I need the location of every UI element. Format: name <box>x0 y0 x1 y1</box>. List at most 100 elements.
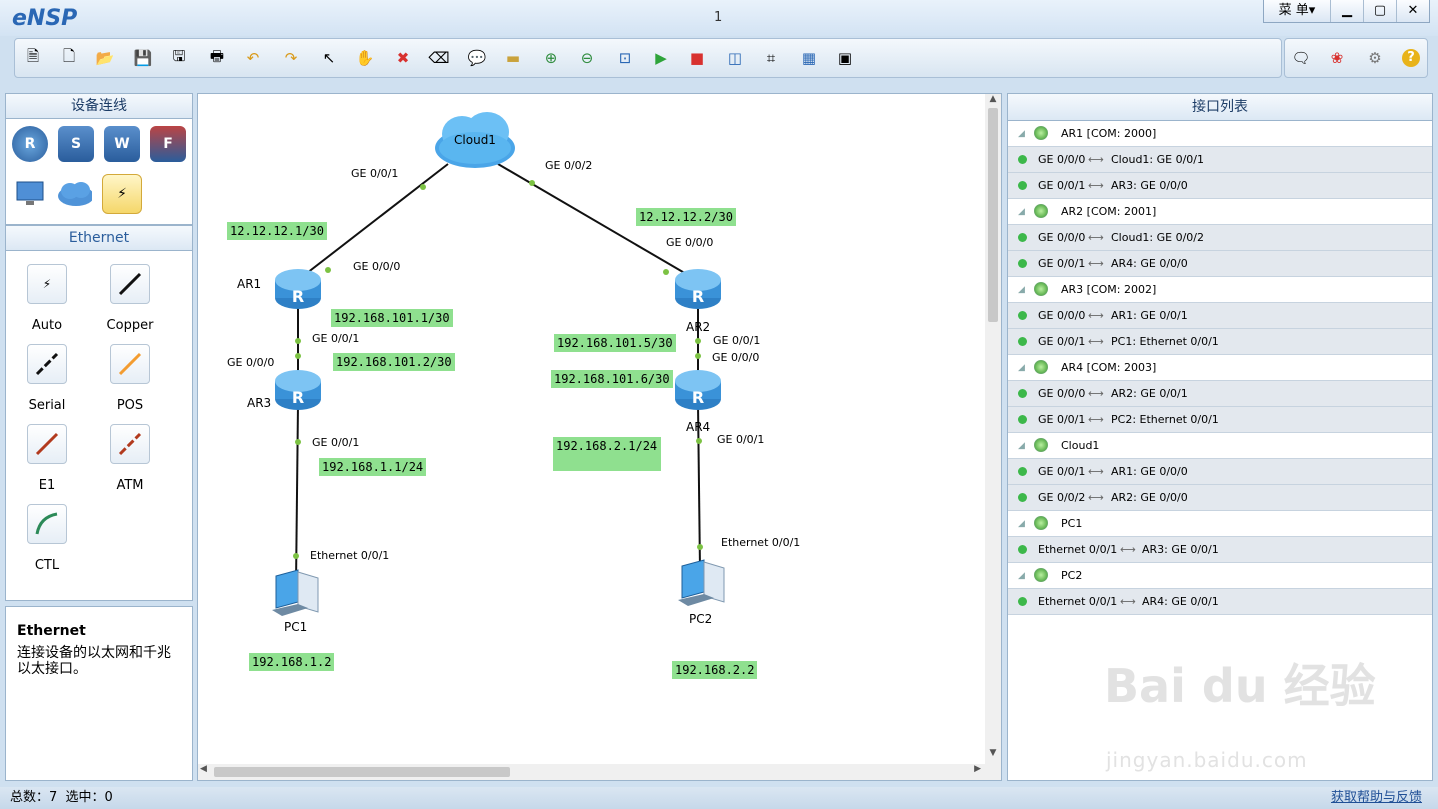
interface-link-row[interactable]: GE 0/0/0⟷Cloud1: GE 0/0/2 <box>1008 225 1432 251</box>
text-icon[interactable]: 💬 <box>467 49 487 67</box>
huawei-icon[interactable]: ❀ <box>1330 49 1344 67</box>
collapse-icon[interactable]: ◢ <box>1018 519 1025 529</box>
collapse-icon[interactable]: ◢ <box>1018 363 1025 373</box>
address-label[interactable]: 192.168.101.2/30 <box>333 353 455 371</box>
delete-link-icon[interactable]: ⌫ <box>428 49 450 67</box>
vertical-scrollbar-thumb[interactable] <box>988 108 998 322</box>
cable-copper[interactable]: Copper <box>100 264 160 333</box>
capture-icon[interactable]: ◫ <box>727 49 743 67</box>
help-feedback-link[interactable]: 获取帮助与反馈 <box>1330 790 1422 805</box>
interface-link-row[interactable]: GE 0/0/2⟷AR2: GE 0/0/0 <box>1008 485 1432 511</box>
horizontal-scrollbar-thumb[interactable] <box>214 767 510 777</box>
menu-button[interactable]: 菜 单▾ <box>1278 3 1316 18</box>
interface-link-row[interactable]: Ethernet 0/0/1⟷AR4: GE 0/0/1 <box>1008 589 1432 615</box>
interface-link-row[interactable]: GE 0/0/0⟷Cloud1: GE 0/0/1 <box>1008 147 1432 173</box>
pc1-node[interactable] <box>268 568 324 618</box>
svg-text:R: R <box>292 287 304 306</box>
save-as-icon[interactable]: 🖫 <box>172 46 186 65</box>
undo-icon[interactable]: ↶ <box>246 49 260 67</box>
scroll-up-icon[interactable]: ▲ <box>989 94 997 104</box>
cable-atm[interactable]: ATM <box>100 424 160 493</box>
screenshot-icon[interactable]: ▣ <box>837 49 853 67</box>
help-icon[interactable]: ? <box>1401 48 1421 68</box>
address-label[interactable]: 192.168.2.2 <box>672 661 758 679</box>
collapse-icon[interactable]: ◢ <box>1018 571 1025 581</box>
interface-link-row[interactable]: GE 0/0/1⟷PC2: Ethernet 0/0/1 <box>1008 407 1432 433</box>
interface-link-row[interactable]: GE 0/0/1⟷AR1: GE 0/0/0 <box>1008 459 1432 485</box>
interface-link-row[interactable]: Ethernet 0/0/1⟷AR3: GE 0/0/1 <box>1008 537 1432 563</box>
cable-ctl[interactable]: CTL <box>17 504 77 573</box>
minimize-button[interactable]: ▁ <box>1330 0 1363 22</box>
address-label[interactable]: 12.12.12.2/30 <box>636 208 736 226</box>
cloud-icon[interactable] <box>56 176 92 212</box>
scroll-left-icon[interactable]: ◀ <box>200 764 207 774</box>
redo-icon[interactable]: ↷ <box>284 49 298 67</box>
interface-link-row[interactable]: GE 0/0/1⟷AR4: GE 0/0/0 <box>1008 251 1432 277</box>
maximize-button[interactable]: ▢ <box>1363 0 1396 22</box>
chat-icon[interactable]: 🗨 <box>1291 49 1311 67</box>
interface-device-row[interactable]: ◢Cloud1 <box>1008 433 1432 459</box>
address-label[interactable]: 192.168.101.1/30 <box>331 309 453 327</box>
connection-icon[interactable]: ⚡ <box>102 174 142 214</box>
print-icon[interactable]: 🖶 <box>209 46 225 65</box>
ar3-node[interactable]: R <box>274 369 322 411</box>
interface-link-row[interactable]: GE 0/0/0⟷AR2: GE 0/0/1 <box>1008 381 1432 407</box>
open-icon[interactable]: 📂 <box>95 49 115 67</box>
interface-link-row[interactable]: GE 0/0/1⟷PC1: Ethernet 0/0/1 <box>1008 329 1432 355</box>
address-label[interactable]: 192.168.101.5/30 <box>554 334 676 352</box>
ar2-node[interactable]: R <box>674 268 722 310</box>
cable-serial[interactable]: Serial <box>17 344 77 413</box>
router-icon[interactable]: R <box>12 126 48 162</box>
ar1-node[interactable]: R <box>274 268 322 310</box>
cable-pos[interactable]: POS <box>100 344 160 413</box>
new-topology-icon[interactable]: 🗎 <box>26 46 40 65</box>
interface-device-row[interactable]: ◢AR1 [COM: 2000] <box>1008 121 1432 147</box>
address-label[interactable]: 192.168.2.1/24 <box>553 437 661 471</box>
cable-panel: Ethernet ⚡ Auto Copper Serial POS E1 ATM… <box>5 225 193 601</box>
address-label[interactable]: 192.168.1.1/24 <box>319 458 427 476</box>
interface-device-row[interactable]: ◢AR2 [COM: 2001] <box>1008 199 1432 225</box>
scroll-right-icon[interactable]: ▶ <box>974 764 981 774</box>
close-button[interactable]: ✕ <box>1396 0 1429 22</box>
save-icon[interactable]: 💾 <box>133 49 153 67</box>
zoom-out-icon[interactable]: ⊖ <box>580 49 594 67</box>
address-label[interactable]: 192.168.101.6/30 <box>551 370 673 388</box>
cable-auto[interactable]: ⚡ Auto <box>17 264 77 333</box>
vertical-scrollbar[interactable]: ▲ ▼ <box>985 94 1001 780</box>
interface-device-row[interactable]: ◢AR3 [COM: 2002] <box>1008 277 1432 303</box>
pc-icon[interactable] <box>12 176 48 212</box>
cable-e1[interactable]: E1 <box>17 424 77 493</box>
firewall-icon[interactable]: F <box>150 126 186 162</box>
interface-link-row[interactable]: GE 0/0/0⟷AR1: GE 0/0/1 <box>1008 303 1432 329</box>
settings-icon[interactable]: ⚙ <box>1368 49 1382 67</box>
delete-icon[interactable]: ✖ <box>396 49 410 67</box>
cloud1-node[interactable]: Cloud1 <box>432 108 518 172</box>
pan-icon[interactable]: ✋ <box>355 49 375 67</box>
collapse-icon[interactable]: ◢ <box>1018 285 1025 295</box>
fit-icon[interactable]: ⊡ <box>618 49 632 67</box>
collapse-icon[interactable]: ◢ <box>1018 441 1025 451</box>
collapse-icon[interactable]: ◢ <box>1018 129 1025 139</box>
interface-link-row[interactable]: GE 0/0/1⟷AR3: GE 0/0/0 <box>1008 173 1432 199</box>
wireless-icon[interactable]: W <box>104 126 140 162</box>
new-test-icon[interactable]: 🗋 <box>62 46 76 65</box>
zoom-in-icon[interactable]: ⊕ <box>544 49 558 67</box>
select-icon[interactable]: ↖ <box>322 49 336 67</box>
start-icon[interactable]: ▶ <box>655 49 667 67</box>
interface-device-row[interactable]: ◢PC2 <box>1008 563 1432 589</box>
grid-icon[interactable]: ▦ <box>801 49 817 67</box>
interface-device-row[interactable]: ◢AR4 [COM: 2003] <box>1008 355 1432 381</box>
topology-canvas[interactable]: Cloud1 R AR1 R AR2 R AR3 R AR4 PC1 PC2 G… <box>197 93 1002 781</box>
horizontal-scrollbar[interactable]: ◀ ▶ <box>198 764 985 780</box>
collapse-icon[interactable]: ◢ <box>1018 207 1025 217</box>
palette-icon[interactable]: ▬ <box>505 49 521 67</box>
stop-icon[interactable]: ■ <box>689 49 705 67</box>
ar4-node[interactable]: R <box>674 369 722 411</box>
scroll-down-icon[interactable]: ▼ <box>989 748 997 758</box>
address-label[interactable]: 12.12.12.1/30 <box>227 222 327 240</box>
address-label[interactable]: 192.168.1.2 <box>249 653 335 671</box>
interface-device-row[interactable]: ◢PC1 <box>1008 511 1432 537</box>
pc2-node[interactable] <box>674 558 730 608</box>
topology-icon[interactable]: ⌗ <box>766 49 776 67</box>
switch-icon[interactable]: S <box>58 126 94 162</box>
